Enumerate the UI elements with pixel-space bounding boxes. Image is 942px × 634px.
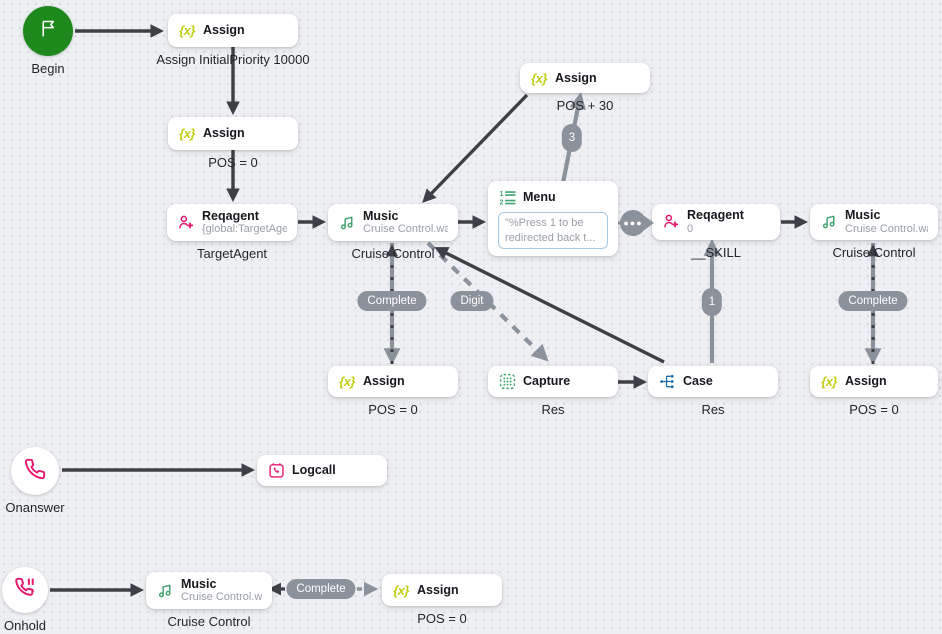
node-title: Music (845, 208, 881, 223)
node-case[interactable]: Case (648, 366, 778, 397)
connector-tip (643, 215, 654, 231)
node-caption: POS = 0 (208, 155, 258, 170)
phone-hold-icon (14, 577, 36, 604)
node-assign-pos-zero-1[interactable]: {x} Assign (168, 117, 298, 150)
edge-label-complete-bottom[interactable]: Complete (286, 579, 356, 599)
node-title: Capture (523, 374, 571, 389)
node-caption: POS + 30 (556, 98, 614, 113)
node-reqagent-target[interactable]: Reqagent{global:TargetAgent} (167, 204, 297, 241)
menu-prompt-box: "%Press 1 to be redirected back t... (498, 212, 608, 249)
flag-icon (38, 18, 59, 44)
svg-text:1: 1 (499, 190, 503, 198)
node-title: Assign (203, 126, 245, 141)
node-title: Assign (417, 582, 459, 597)
music-icon (820, 213, 838, 231)
connector-dots: ●●● (623, 218, 643, 228)
node-caption: POS = 0 (849, 402, 899, 417)
node-caption: Cruise Control (351, 246, 435, 261)
node-caption: Cruise Control (167, 614, 251, 629)
node-assign-pos-zero-2[interactable]: {x} Assign (328, 366, 458, 397)
collapsed-branch-connector[interactable]: ●●● (620, 210, 654, 236)
edge-label-digit[interactable]: Digit (450, 291, 494, 311)
start-node-begin[interactable] (23, 6, 73, 56)
assign-icon: {x} (821, 374, 837, 389)
node-title: Assign (363, 374, 405, 389)
node-subtitle: Cruise Control.wav (845, 222, 928, 235)
reqagent-icon (177, 213, 195, 231)
case-icon (658, 373, 676, 391)
node-assign-pos-30[interactable]: {x} Assign (520, 63, 650, 93)
assign-icon: {x} (531, 70, 547, 86)
node-title: Music (363, 208, 399, 223)
node-subtitle: 0 (687, 222, 694, 235)
node-assign-initial[interactable]: {x} Assign (168, 14, 298, 47)
edge-label-complete-left[interactable]: Complete (357, 291, 427, 311)
node-title: Case (683, 374, 713, 389)
assign-icon: {x} (179, 126, 195, 141)
start-node-onanswer[interactable] (11, 447, 59, 495)
node-assign-pos-zero-4[interactable]: {x} Assign (382, 574, 502, 606)
node-logcall[interactable]: Logcall (257, 455, 387, 486)
node-caption: __SKILL (691, 245, 741, 260)
node-title: Reqagent (202, 208, 259, 223)
edge-label-three[interactable]: 3 (561, 124, 583, 152)
start-node-caption: Onanswer (5, 500, 65, 515)
phone-icon (24, 458, 46, 485)
music-icon (156, 581, 174, 599)
node-caption: Assign InitialPriority 10000 (156, 52, 310, 67)
reqagent-icon (662, 213, 680, 231)
node-caption: Res (541, 402, 565, 417)
node-title: Assign (845, 374, 887, 389)
start-node-caption: Onhold (4, 618, 46, 633)
assign-icon: {x} (393, 582, 409, 598)
capture-icon (498, 373, 516, 391)
node-assign-pos-zero-3[interactable]: {x} Assign (810, 366, 938, 397)
node-subtitle: Cruise Control.wav (363, 223, 448, 236)
start-node-onhold[interactable] (2, 567, 48, 613)
edge-label-complete-right[interactable]: Complete (838, 291, 908, 311)
node-title: Music (181, 576, 217, 591)
svg-text:2: 2 (499, 198, 503, 205)
start-node-caption: Begin (31, 61, 65, 76)
node-title: Reqagent (687, 208, 744, 223)
node-capture[interactable]: Capture (488, 366, 618, 397)
edge-label-one[interactable]: 1 (701, 288, 723, 316)
logcall-icon (267, 462, 285, 480)
node-title: Assign (555, 70, 597, 85)
node-caption: POS = 0 (368, 402, 418, 417)
node-caption: Res (701, 402, 725, 417)
assign-icon: {x} (339, 374, 355, 389)
node-title: Menu (523, 190, 556, 205)
node-title: Assign (203, 23, 245, 38)
node-title: Logcall (292, 463, 336, 478)
node-caption: POS = 0 (417, 611, 467, 626)
assign-icon: {x} (179, 23, 195, 38)
music-icon (338, 213, 356, 231)
node-subtitle: Cruise Control.wav (181, 591, 262, 604)
node-caption: Cruise Control (832, 245, 916, 260)
node-subtitle: {global:TargetAgent} (202, 223, 287, 236)
node-caption: TargetAgent (196, 246, 268, 261)
